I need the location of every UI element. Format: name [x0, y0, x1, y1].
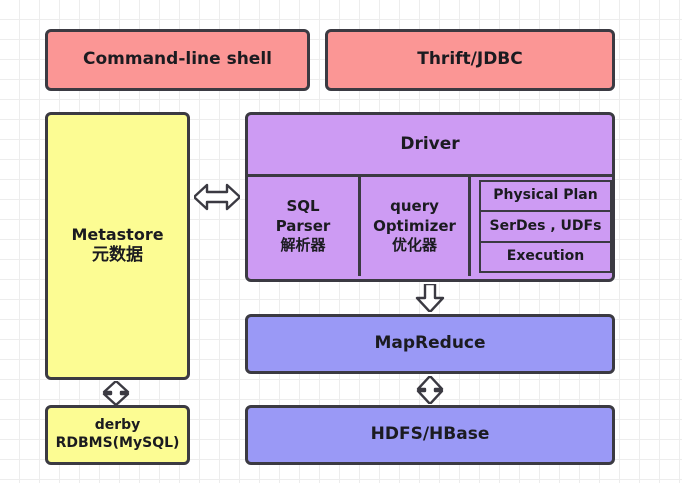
node-sql-parser-line1: SQL [286, 197, 320, 216]
node-query-optimizer[interactable]: query Optimizer 优化器 [361, 177, 471, 276]
node-metastore-label-en: Metastore [71, 224, 164, 244]
node-physical-plan[interactable]: Physical Plan [479, 180, 612, 211]
arrow-metastore-driver-double-icon [194, 183, 240, 211]
node-serdes-udfs[interactable]: SerDes , UDFs [479, 210, 612, 241]
arrow-driver-mapreduce-down-icon [415, 284, 445, 312]
node-driver-title: Driver [248, 115, 612, 177]
node-execution[interactable]: Execution [479, 240, 612, 273]
node-command-line-shell[interactable]: Command-line shell [45, 29, 310, 91]
node-metastore-label-zh: 元数据 [92, 245, 143, 266]
node-thrift-jdbc[interactable]: Thrift/JDBC [325, 29, 615, 91]
node-command-line-shell-label: Command-line shell [83, 49, 272, 70]
node-query-optimizer-line2: Optimizer [373, 216, 456, 235]
driver-body: SQL Parser 解析器 query Optimizer 优化器 Physi… [248, 177, 612, 276]
node-serdes-udfs-label: SerDes , UDFs [489, 217, 602, 234]
node-mapreduce[interactable]: MapReduce [245, 314, 615, 374]
node-hdfs-hbase[interactable]: HDFS/HBase [245, 405, 615, 465]
node-sql-parser[interactable]: SQL Parser 解析器 [248, 177, 361, 276]
node-rdbms-label: RDBMS(MySQL) [55, 435, 180, 451]
arrow-mapreduce-hdfs-double-icon [416, 376, 444, 404]
node-driver[interactable]: Driver SQL Parser 解析器 query Optimizer 优化… [245, 112, 615, 282]
node-execution-label: Execution [506, 247, 585, 264]
node-derby-label: derby [94, 417, 141, 434]
node-thrift-jdbc-label: Thrift/JDBC [417, 49, 523, 70]
node-physical-plan-label: Physical Plan [493, 187, 598, 204]
node-query-optimizer-line3-zh: 优化器 [391, 236, 437, 255]
node-sql-parser-line3-zh: 解析器 [280, 236, 326, 255]
node-mapreduce-label: MapReduce [374, 333, 486, 354]
node-metastore[interactable]: Metastore 元数据 [45, 112, 190, 380]
node-query-optimizer-line1: query [390, 197, 439, 216]
node-hdfs-hbase-label: HDFS/HBase [370, 424, 490, 445]
node-sql-parser-line2: Parser [275, 216, 331, 235]
node-derby-rdbms[interactable]: derby RDBMS(MySQL) [45, 405, 190, 465]
driver-stage-list: Physical Plan SerDes , UDFs Execution [471, 177, 612, 276]
arrow-metastore-derby-double-icon [102, 381, 130, 405]
